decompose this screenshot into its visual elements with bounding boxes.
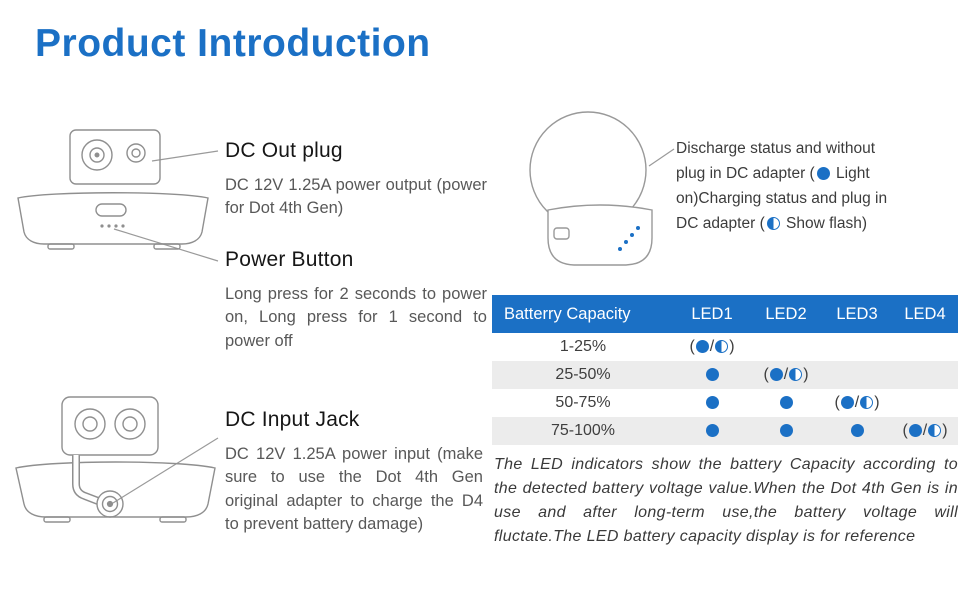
table-header-row: Batterry Capacity LED1 LED2 LED3 LED4 [492,295,958,333]
led-flash-icon [789,368,803,381]
led-cell [674,389,750,417]
led-flash-icon [715,340,729,353]
led-flash-icon [928,424,942,437]
led-cell [750,333,822,361]
led-cell: (/) [834,394,880,411]
led-cell: (/) [902,422,948,439]
led-on-icon [705,396,719,409]
led-on-icon [850,424,864,437]
led4-header: LED4 [892,295,958,333]
led-flash-icon [766,217,780,231]
power-button-heading: Power Button [225,248,354,271]
led-cell [892,361,958,389]
led-cell [674,361,750,389]
led-cell [822,361,892,389]
led-on-icon [908,424,922,437]
battery-capacity-header: Batterry Capacity [492,295,674,333]
led3-header: LED3 [822,295,892,333]
capacity-cell: 1-25% [559,338,607,355]
note-part2: Light on)Charging status and plug in DC … [676,165,888,233]
led-on-icon [816,167,830,181]
table-row: 50-75% (/) [492,389,958,417]
capacity-cell: 25-50% [555,366,611,383]
dc-input-description: DC 12V 1.25A power input (make sure to u… [225,445,483,534]
led-on-icon [705,368,719,381]
led-on-icon [840,396,854,409]
led-on-icon [779,424,793,437]
led-cell: (/) [689,338,735,355]
table-row: 1-25% (/) [492,333,958,361]
led-cell [750,389,822,417]
led-cell: (/) [763,366,809,383]
capacity-cell: 75-100% [550,422,616,439]
power-button-description: Long press for 2 seconds to power on, Lo… [225,285,487,350]
capacity-cell: 50-75% [555,394,611,411]
page-title: Product Introduction [35,22,431,65]
led-cell [822,417,892,445]
battery-table-body: 1-25% (/) 25-50% (/) 50-75% (/) 75-100% (/) [492,333,958,445]
table-row: 25-50% (/) [492,361,958,389]
led-cell [892,389,958,417]
dock-cable-illustration [8,392,223,567]
led-on-icon [779,396,793,409]
note-part1: Discharge status and without plug in DC … [676,140,876,183]
led-cell [674,417,750,445]
dc-input-heading: DC Input Jack [225,408,360,431]
led-indicator-footnote: The LED indicators show the battery Capa… [494,456,958,545]
led-on-icon [695,340,709,353]
led-flash-icon [860,396,874,409]
table-row: 75-100% (/) [492,417,958,445]
led-on-icon [769,368,783,381]
led-cell [892,333,958,361]
dc-out-heading: DC Out plug [225,139,343,162]
sphere-speaker-illustration [512,106,662,281]
led-on-icon [705,424,719,437]
led1-header: LED1 [674,295,750,333]
battery-capacity-table: Batterry Capacity LED1 LED2 LED3 LED4 1-… [492,295,958,445]
led-status-note: Discharge status and without plug in DC … [676,136,896,236]
led-cell [750,417,822,445]
led-cell [822,333,892,361]
note-part3: Show flash) [781,215,868,233]
dock-front-illustration [8,128,218,278]
dc-out-description: DC 12V 1.25A power output (power for Dot… [225,176,487,218]
led2-header: LED2 [750,295,822,333]
